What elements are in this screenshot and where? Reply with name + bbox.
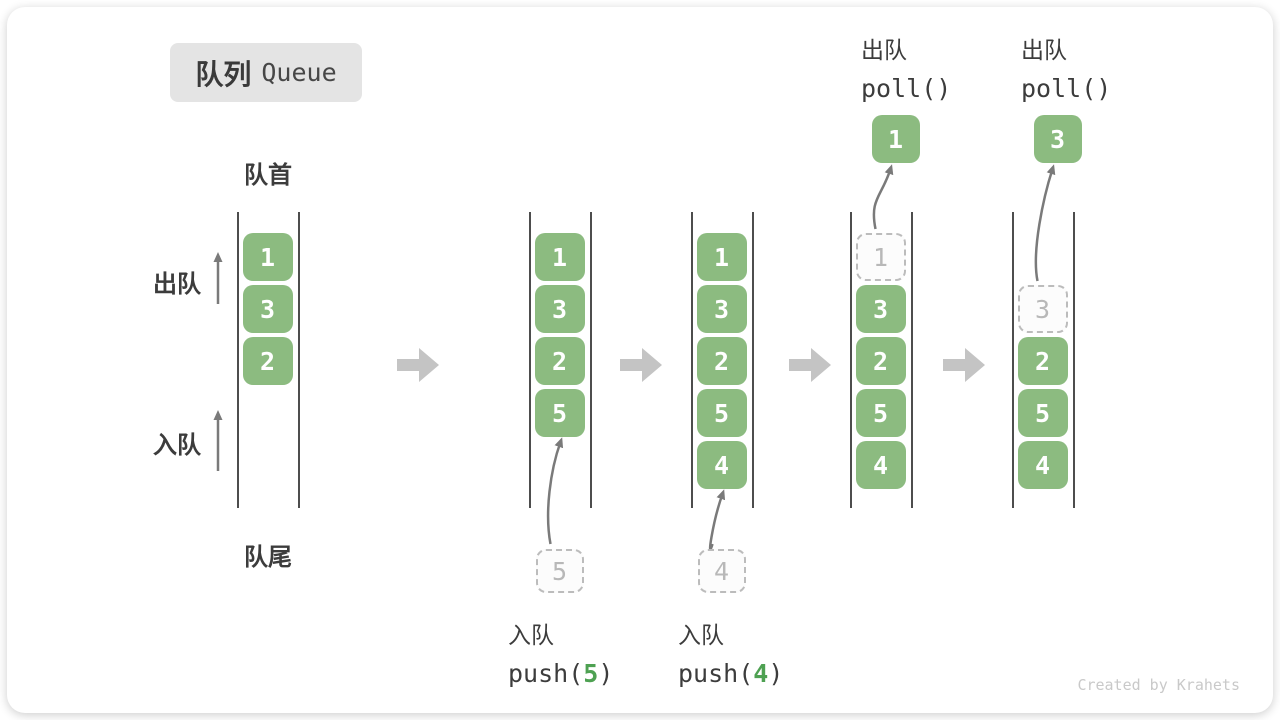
dequeue-operation-label: 出队 poll(): [861, 31, 951, 103]
title-badge: 队列 Queue: [170, 43, 362, 102]
operation-code-label: push(4): [678, 659, 784, 688]
queue-channel-line: [850, 212, 852, 508]
queue-channel-line: [752, 212, 754, 508]
queue-cell: 4: [1017, 441, 1068, 489]
operation-arg: 5: [583, 659, 599, 688]
dequeued-ghost-cell: 1: [855, 233, 906, 281]
polled-cell: 1: [871, 115, 920, 163]
incoming-ghost-cell: 4: [697, 549, 746, 593]
queue-cell: 3: [242, 285, 293, 333]
queue-cell: 5: [534, 389, 585, 437]
operation-arg: 4: [753, 659, 769, 688]
queue-cell: 2: [242, 337, 293, 385]
queue-cell: 2: [1017, 337, 1068, 385]
queue-cell: 2: [534, 337, 585, 385]
operation-zh-label: 出队: [1021, 37, 1067, 63]
queue-cell: 1: [534, 233, 585, 281]
operation-zh-label: 入队: [678, 622, 724, 648]
queue-cell: 3: [534, 285, 585, 333]
queue-cell: 3: [855, 285, 906, 333]
queue-cell: 5: [696, 389, 747, 437]
title-zh: 队列: [195, 58, 252, 90]
queue-cell: 1: [242, 233, 293, 281]
incoming-ghost-cell: 5: [535, 549, 584, 593]
queue-cell: 4: [855, 441, 906, 489]
queue-channel-line: [298, 212, 300, 508]
operation-code-label: poll(): [1021, 74, 1112, 103]
queue-cell: 5: [855, 389, 906, 437]
dequeue-operation-label: 出队 poll(): [1021, 31, 1111, 103]
enqueue-operation-label: 入队 push(4): [678, 616, 783, 688]
queue-channel-line: [691, 212, 693, 508]
label-queue-rear: 队尾: [244, 544, 292, 571]
diagram-card: [7, 7, 1273, 713]
label-enqueue: 入队: [153, 432, 201, 459]
queue-channel-line: [237, 212, 239, 508]
polled-cell: 3: [1033, 115, 1082, 163]
dequeued-ghost-cell: 3: [1017, 285, 1068, 333]
queue-channel-line: [1012, 212, 1014, 508]
operation-code-label: push(5): [508, 659, 614, 688]
enqueue-operation-label: 入队 push(5): [508, 616, 613, 688]
queue-cell: 2: [696, 337, 747, 385]
label-queue-front: 队首: [244, 162, 292, 189]
label-dequeue: 出队: [153, 271, 201, 298]
queue-channel-line: [590, 212, 592, 508]
operation-zh-label: 出队: [861, 37, 907, 63]
operation-zh-label: 入队: [508, 622, 554, 648]
queue-cell: 1: [696, 233, 747, 281]
operation-code-label: poll(): [861, 74, 952, 103]
queue-channel-line: [529, 212, 531, 508]
queue-channel-line: [911, 212, 913, 508]
queue-cell: 5: [1017, 389, 1068, 437]
queue-cell: 3: [696, 285, 747, 333]
queue-cell: 4: [696, 441, 747, 489]
title-en: Queue: [261, 58, 337, 87]
queue-channel-line: [1073, 212, 1075, 508]
watermark: Created by Krahets: [1077, 676, 1240, 694]
queue-cell: 2: [855, 337, 906, 385]
